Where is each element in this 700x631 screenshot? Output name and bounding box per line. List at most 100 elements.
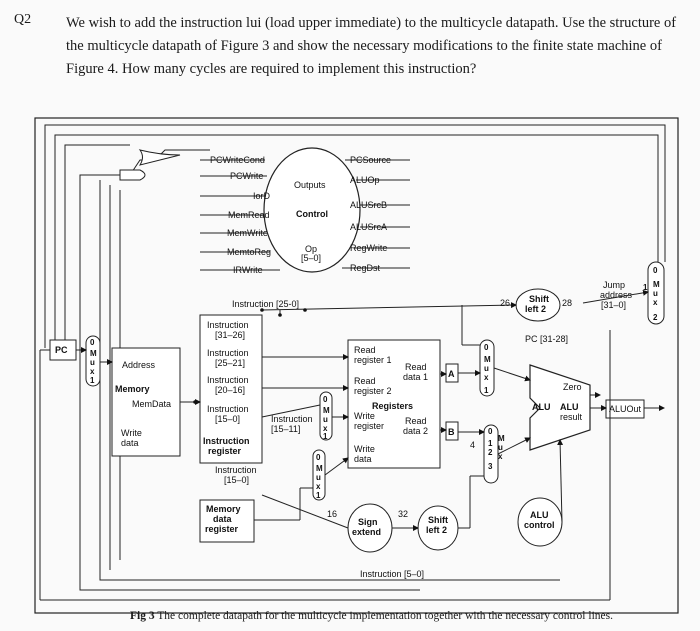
instr-15-0-a: Instruction xyxy=(207,404,249,414)
question-number: Q2 xyxy=(14,12,32,27)
write-data-a: Write xyxy=(354,444,375,454)
control-left-signals: PCWriteCond PCWrite IorD MemRead MemWrit… xyxy=(210,155,271,275)
mdr-b: data xyxy=(213,514,233,524)
ir-label-b: register xyxy=(208,446,242,456)
svg-text:1: 1 xyxy=(488,439,493,448)
question-line-2: the multicycle datapath of Figure 3 and … xyxy=(66,38,662,54)
alu-result-a: ALU xyxy=(560,402,579,412)
svg-text:x: x xyxy=(323,424,328,433)
svg-text:u: u xyxy=(498,443,503,452)
instr-20-16-a: Instruction xyxy=(207,375,249,385)
instr-31-26-b: [31–26] xyxy=(215,330,245,340)
svg-text:0: 0 xyxy=(90,338,95,347)
read-data2-b: data 2 xyxy=(403,426,428,436)
svg-text:u: u xyxy=(653,289,658,298)
svg-text:M: M xyxy=(484,355,491,364)
signal-alusrcb: ALUSrcB xyxy=(350,200,387,210)
ir-label-a: Instruction xyxy=(203,436,250,446)
signal-alusrca: ALUSrcA xyxy=(350,222,387,232)
svg-text:x: x xyxy=(90,367,95,376)
read-data2-a: Read xyxy=(405,416,427,426)
signal-memwrite: MemWrite xyxy=(227,228,268,238)
alu-label: ALU xyxy=(532,402,551,412)
a-label: A xyxy=(448,369,455,379)
svg-text:u: u xyxy=(484,364,489,373)
svg-text:0: 0 xyxy=(323,395,328,404)
svg-text:2: 2 xyxy=(653,313,658,322)
signal-memtoreg: MemtoReg xyxy=(227,247,271,257)
aluout-label: ALUOut xyxy=(609,404,642,414)
instr-31-26-a: Instruction xyxy=(207,320,249,330)
mdr-c: register xyxy=(205,524,239,534)
jump-a: Jump xyxy=(603,280,625,290)
const-4: 4 xyxy=(470,440,475,450)
read-reg1-a: Read xyxy=(354,345,376,355)
read-data1-a: Read xyxy=(405,362,427,372)
instr-25-21-b: [25–21] xyxy=(215,358,245,368)
sign-extend-a: Sign xyxy=(358,517,378,527)
signal-pcwritecond: PCWriteCond xyxy=(210,155,265,165)
jump-b: address xyxy=(600,290,633,300)
svg-text:1: 1 xyxy=(484,386,489,395)
question-text: We wish to add the instruction lui (load… xyxy=(66,12,686,81)
jump-c: [31–0] xyxy=(601,300,626,310)
shift-bottom-b: left 2 xyxy=(426,525,447,535)
memory-address-label: Address xyxy=(122,360,156,370)
svg-text:x: x xyxy=(316,482,321,491)
alu-result-b: result xyxy=(560,412,583,422)
svg-text:1: 1 xyxy=(643,283,648,292)
svg-text:3: 3 xyxy=(488,462,493,471)
instr-20-16-b: [20–16] xyxy=(215,385,245,395)
memory-unit xyxy=(111,347,181,457)
bits-32: 32 xyxy=(398,509,408,519)
question-line-3: Figure 4. How many cycles are required t… xyxy=(66,61,477,77)
svg-text:1: 1 xyxy=(90,376,95,385)
sign-extend-b: extend xyxy=(352,527,381,537)
svg-text:M: M xyxy=(316,464,323,473)
write-reg-a: Write xyxy=(354,411,375,421)
svg-text:0: 0 xyxy=(316,453,321,462)
read-reg1-b: register 1 xyxy=(354,355,392,365)
svg-text:0: 0 xyxy=(488,427,493,436)
iord-mux xyxy=(85,335,101,387)
svg-text:x: x xyxy=(498,452,503,461)
b-label: B xyxy=(448,427,455,437)
bits-16: 16 xyxy=(327,509,337,519)
shift-top-a: Shift xyxy=(529,294,549,304)
control-right-signals: PCSource ALUOp ALUSrcB ALUSrcA RegWrite … xyxy=(350,155,391,273)
svg-text:1: 1 xyxy=(323,432,328,441)
svg-text:u: u xyxy=(90,358,95,367)
registers-label: Registers xyxy=(372,401,413,411)
question-line-1: We wish to add the instruction lui (load… xyxy=(66,15,677,31)
svg-text:0: 0 xyxy=(653,266,658,275)
svg-text:M: M xyxy=(653,280,660,289)
signal-aluop: ALUOp xyxy=(350,175,380,185)
signal-iord: IorD xyxy=(253,191,271,201)
caption-text: The complete datapath for the multicycle… xyxy=(157,610,613,622)
control-outputs-label: Outputs xyxy=(294,180,326,190)
svg-text:0: 0 xyxy=(484,343,489,352)
write-data-b: data xyxy=(354,454,372,464)
signal-pcsource: PCSource xyxy=(350,155,391,165)
svg-text:1: 1 xyxy=(316,491,321,500)
instr-25-21-a: Instruction xyxy=(207,348,249,358)
memory-label: Memory xyxy=(115,384,150,394)
alu-control-b: control xyxy=(524,520,555,530)
pc-31-28-label: PC [31-28] xyxy=(525,334,568,344)
figure-frame xyxy=(34,117,679,614)
svg-text:u: u xyxy=(323,415,328,424)
instr-5-0-label: Instruction [5–0] xyxy=(360,569,424,579)
memdata-label: MemData xyxy=(132,399,171,409)
figure-caption: Fig 3 The complete datapath for the mult… xyxy=(130,610,613,622)
signal-memread: MemRead xyxy=(228,210,270,220)
instr-15-11-b: [15–11] xyxy=(271,424,300,434)
control-op-bits: [5–0] xyxy=(301,253,321,263)
signal-regdst: RegDst xyxy=(350,263,381,273)
caption-prefix: Fig 3 xyxy=(130,610,155,622)
write-reg-b: register xyxy=(354,421,384,431)
svg-text:M: M xyxy=(90,349,97,358)
svg-text:M: M xyxy=(498,434,505,443)
instr-15-11-a: Instruction xyxy=(271,414,313,424)
regdst-mux xyxy=(319,391,333,441)
